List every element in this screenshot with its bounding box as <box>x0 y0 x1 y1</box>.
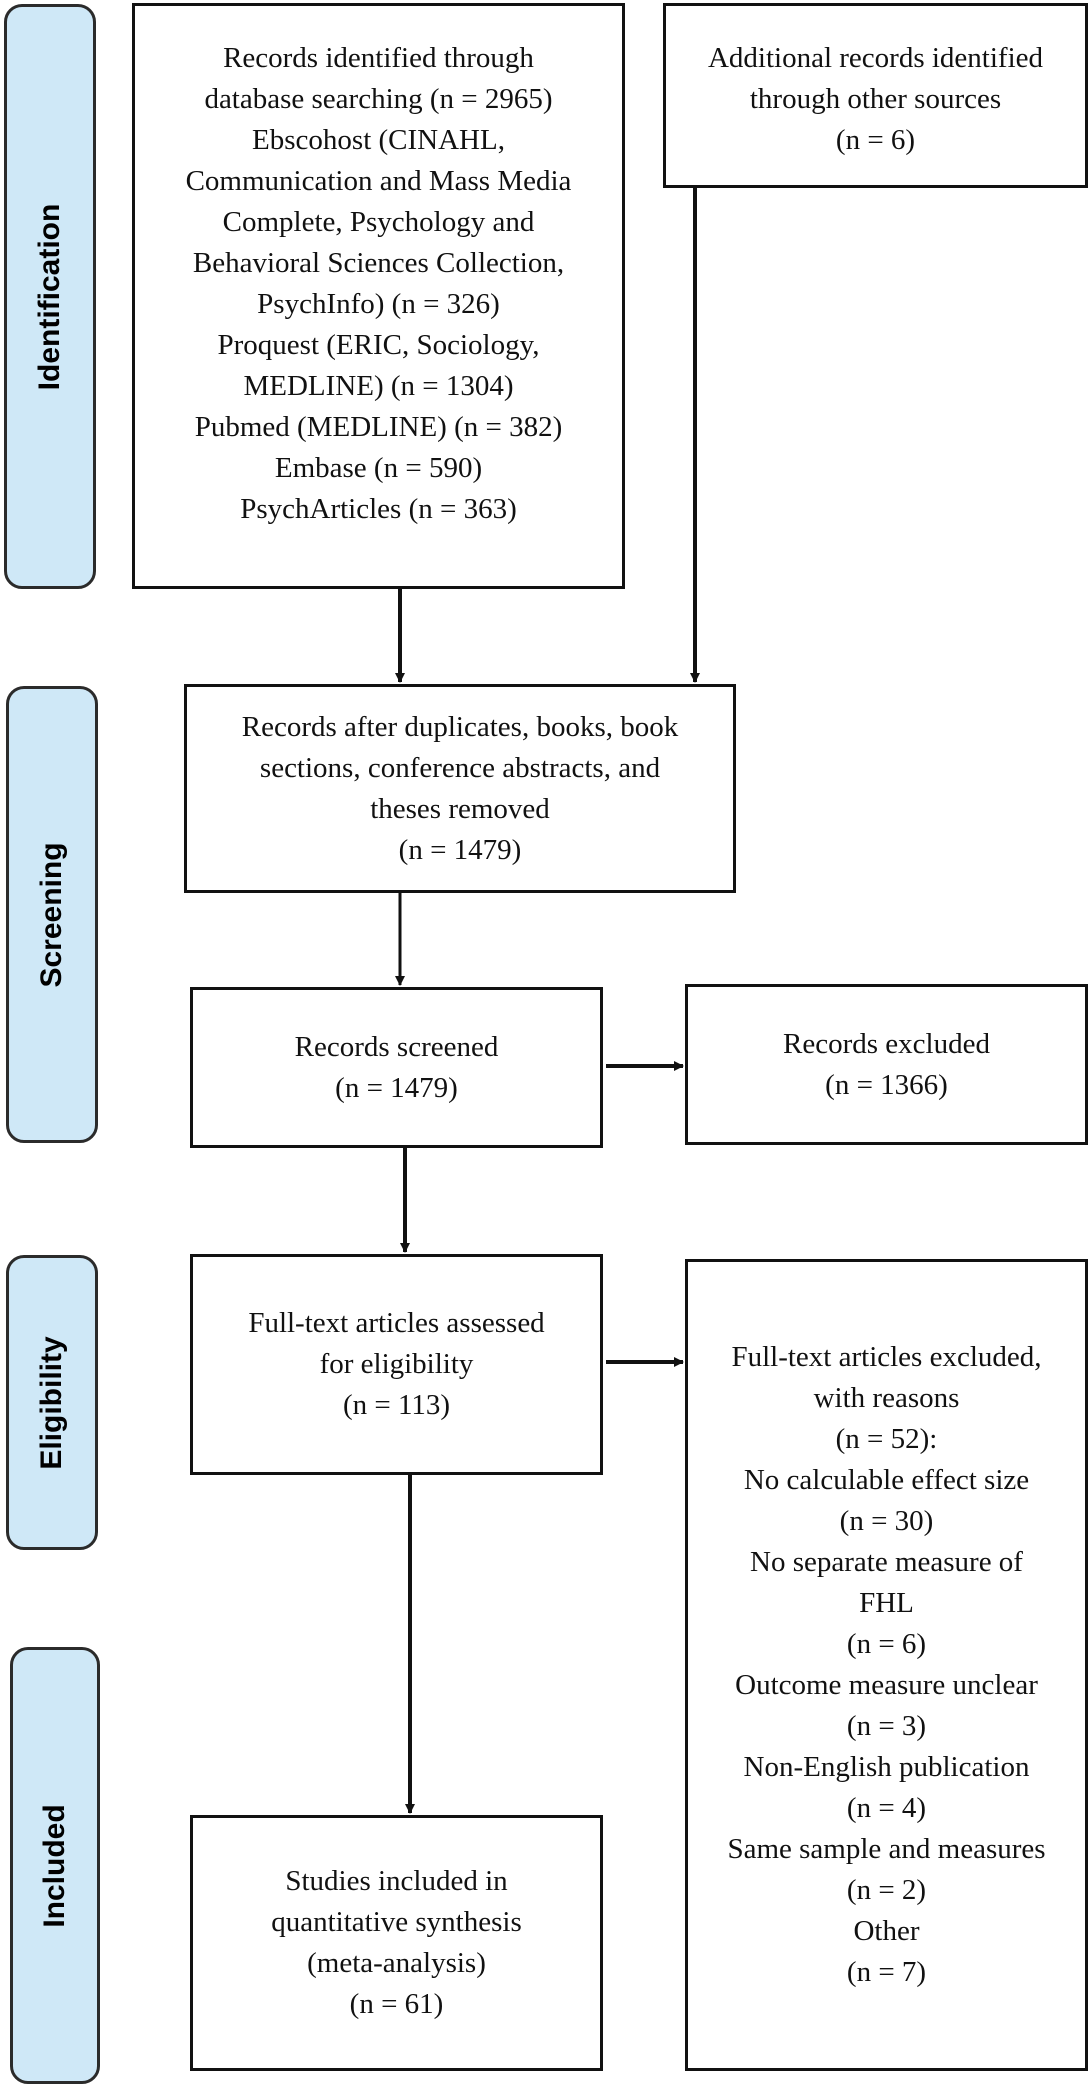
after-duplicates-line: sections, conference abstracts, and <box>259 751 661 784</box>
fulltext-excluded-line: Outcome measure unclear <box>735 1669 1038 1701</box>
fulltext-assessed-line: (n = 113) <box>342 1389 451 1421</box>
fulltext-excluded-line: Other <box>853 1915 920 1947</box>
included-studies-line: Studies included in <box>285 1865 508 1897</box>
database-search-line: Behavioral Sciences Collection, <box>192 247 565 279</box>
fulltext-excluded-line: Non-English publication <box>743 1751 1030 1783</box>
stage-identification: Identification <box>4 4 96 589</box>
fulltext-excluded-line: (n = 3) <box>846 1710 927 1742</box>
fulltext-excluded-line: Full-text articles excluded, <box>731 1341 1042 1373</box>
included-studies-line: (n = 61) <box>349 1988 444 2020</box>
fulltext-excluded-line: FHL <box>859 1587 914 1619</box>
fulltext-excluded-line: (n = 7) <box>846 1956 927 1988</box>
fulltext-excluded-line: (n = 4) <box>846 1792 927 1824</box>
fulltext-excluded-line: No calculable effect size <box>743 1464 1030 1496</box>
box-records-excluded: Records excluded (n = 1366) <box>685 984 1088 1145</box>
database-search-line: MEDLINE) (n = 1304) <box>243 370 514 402</box>
fulltext-excluded-line: No separate measure of <box>750 1546 1023 1578</box>
other-sources-line: through other sources <box>749 83 1002 115</box>
box-records-screened: Records screened (n = 1479) <box>190 987 603 1148</box>
screened-line: Records screened <box>294 1030 499 1063</box>
other-sources-line: (n = 6) <box>835 124 916 156</box>
stage-eligibility: Eligibility <box>6 1255 98 1550</box>
fulltext-assessed-line: Full-text articles assessed <box>248 1307 545 1339</box>
box-included-studies: Studies included in quantitative synthesi… <box>190 1815 603 2071</box>
fulltext-excluded-line: (n = 2) <box>846 1874 927 1906</box>
fulltext-excluded-line: Same sample and measures <box>727 1833 1046 1865</box>
box-database-search: Records identified through database searc… <box>132 3 625 589</box>
after-duplicates-line: Records after duplicates, books, book <box>241 710 679 743</box>
after-duplicates-line: (n = 1479) <box>398 833 522 866</box>
included-studies-line: quantitative synthesis <box>271 1906 522 1938</box>
database-search-line: Records identified through <box>223 42 534 74</box>
database-search-line: Communication and Mass Media <box>185 165 572 197</box>
box-other-sources: Additional records identified through oth… <box>663 3 1088 188</box>
stage-screening: Screening <box>6 686 98 1143</box>
fulltext-excluded-line: with reasons <box>813 1382 960 1414</box>
excluded-line: Records excluded <box>783 1027 990 1060</box>
excluded-line: (n = 1366) <box>825 1068 948 1101</box>
database-search-line: Proquest (ERIC, Sociology, <box>217 329 540 361</box>
stage-included: Included <box>10 1647 100 2084</box>
database-search-line: PsychInfo) (n = 326) <box>257 288 500 320</box>
fulltext-excluded-line: (n = 30) <box>839 1505 934 1537</box>
database-search-line: PsychArticles (n = 363) <box>240 493 517 525</box>
fulltext-excluded-line: (n = 6) <box>846 1628 927 1660</box>
database-search-line: database searching (n = 2965) <box>204 83 553 115</box>
box-fulltext-excluded: Full-text articles excluded, with reasons… <box>685 1259 1088 2071</box>
included-studies-line: (meta-analysis) <box>307 1947 486 1979</box>
database-search-line: Complete, Psychology and <box>222 206 535 238</box>
database-search-line: Pubmed (MEDLINE) (n = 382) <box>194 411 563 443</box>
after-duplicates-line: theses removed <box>370 792 550 825</box>
fulltext-assessed-line: for eligibility <box>319 1348 474 1380</box>
database-search-line: Ebscohost (CINAHL, <box>252 124 505 156</box>
other-sources-line: Additional records identified <box>707 42 1043 74</box>
box-after-duplicates: Records after duplicates, books, book sec… <box>184 684 736 893</box>
box-fulltext-assessed: Full-text articles assessed for eligibili… <box>190 1254 603 1475</box>
database-search-line: Embase (n = 590) <box>274 452 483 484</box>
fulltext-excluded-line: (n = 52): <box>835 1423 938 1455</box>
screened-line: (n = 1479) <box>335 1071 458 1104</box>
